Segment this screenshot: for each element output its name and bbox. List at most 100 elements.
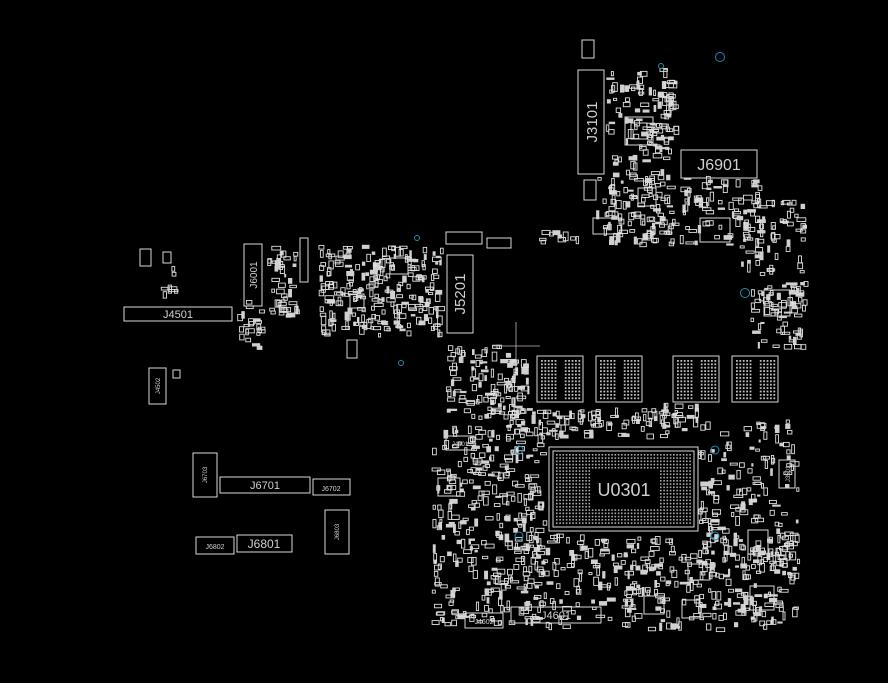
bottom-left-connectors — [192, 452, 351, 555]
smd-component — [608, 221, 611, 230]
bga-ball — [610, 380, 612, 383]
bga-ball — [603, 380, 606, 383]
smd-component — [469, 614, 477, 619]
memory-chip-3[interactable] — [672, 355, 720, 403]
j4502-connector[interactable] — [148, 367, 167, 405]
bga-ball — [562, 454, 565, 456]
bga-ball — [606, 377, 609, 379]
smd-component — [443, 429, 449, 439]
smd-component — [780, 325, 785, 335]
bga-ball — [585, 506, 587, 508]
bga-ball — [660, 463, 662, 466]
bga-ball — [679, 460, 682, 463]
smd-component — [731, 211, 735, 219]
smd-component — [485, 365, 488, 370]
smd-component — [492, 484, 498, 495]
smd-component — [734, 622, 739, 628]
j6803-connector[interactable] — [324, 509, 350, 555]
smd-component — [529, 474, 540, 478]
bga-ball — [739, 394, 742, 396]
bga-ball — [666, 463, 669, 466]
bga-ball — [673, 486, 675, 489]
smd-component — [641, 131, 649, 137]
smd-component — [648, 130, 653, 138]
bga-ball — [643, 463, 646, 466]
bga-ball — [634, 377, 636, 379]
bga-ball — [601, 509, 604, 511]
bga-ball — [687, 380, 689, 383]
smd-component — [324, 332, 331, 337]
smd-component — [327, 249, 331, 254]
bga-ball — [630, 377, 633, 379]
memory-chip-2[interactable] — [595, 355, 643, 403]
smd-component — [377, 278, 383, 285]
bga-ball — [569, 460, 571, 463]
smd-component — [401, 301, 409, 305]
bga-ball — [700, 383, 703, 386]
smd-component — [596, 566, 601, 576]
j6901-connector[interactable] — [680, 149, 758, 179]
bga-ball — [582, 460, 584, 463]
j6801-connector[interactable] — [236, 534, 293, 553]
smd-component — [640, 569, 648, 575]
smd-component — [409, 250, 412, 259]
bga-ball — [673, 489, 675, 492]
j6702-connector[interactable] — [312, 478, 351, 496]
j5201-connector[interactable] — [446, 254, 474, 334]
bga-ball — [714, 387, 717, 389]
j6802-connector[interactable] — [195, 536, 235, 555]
bga-ball — [682, 499, 685, 502]
bga-ball — [544, 397, 547, 400]
smd-component — [607, 422, 613, 426]
smd-component — [385, 273, 391, 279]
smd-component — [546, 581, 554, 585]
bga-ball — [677, 360, 679, 362]
cpu-u0301[interactable] — [548, 446, 699, 532]
j6701-connector[interactable] — [219, 476, 311, 494]
j6703-connector[interactable] — [192, 452, 218, 498]
j3101-connector[interactable] — [577, 69, 605, 175]
smd-component — [692, 417, 699, 428]
bga-ball — [565, 506, 568, 508]
bga-ball — [711, 377, 713, 379]
bga-ball — [630, 387, 633, 389]
smd-component — [393, 253, 397, 259]
smd-component — [615, 407, 619, 418]
smd-component — [452, 390, 456, 397]
smd-component — [666, 185, 676, 190]
bga-ball — [569, 473, 571, 476]
memory-chip-1[interactable] — [536, 355, 584, 403]
bga-ball — [591, 463, 594, 466]
smd-component — [602, 198, 607, 204]
smd-component — [369, 276, 376, 282]
bga-ball — [624, 515, 626, 518]
bga-ball — [739, 397, 742, 400]
bga-ball — [604, 457, 607, 459]
smd-component — [511, 375, 516, 384]
smd-component — [772, 225, 776, 230]
bga-ball — [676, 515, 678, 518]
memory-chip-4[interactable] — [731, 355, 779, 403]
bga-ball — [683, 370, 686, 372]
bga-ball — [578, 509, 581, 511]
bga-ball — [623, 387, 626, 389]
bga-ball — [736, 394, 738, 396]
bga-ball — [660, 502, 662, 505]
smd-component — [770, 312, 776, 317]
bga-ball — [770, 360, 772, 362]
smd-component — [717, 526, 726, 531]
smd-component — [389, 265, 395, 270]
bga-ball — [673, 467, 675, 469]
bga-ball — [653, 515, 656, 518]
smd-component — [659, 622, 663, 631]
smd-component — [735, 515, 740, 526]
bga-ball — [600, 397, 602, 400]
bga-ball — [749, 360, 752, 362]
bga-ball — [687, 390, 689, 393]
j4501-connector[interactable] — [123, 306, 233, 322]
smd-component — [713, 186, 722, 189]
bga-ball — [559, 467, 561, 469]
smd-component — [673, 416, 679, 425]
smd-component — [667, 197, 671, 204]
